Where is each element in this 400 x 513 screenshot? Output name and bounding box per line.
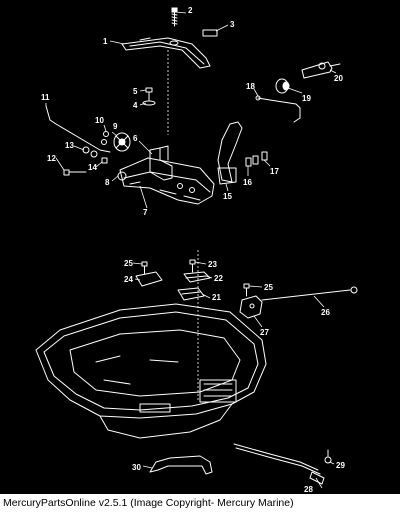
callout-4: 4 <box>133 101 138 110</box>
callout-25-right: 25 <box>264 283 273 292</box>
callout-16: 16 <box>243 178 252 187</box>
callout-10: 10 <box>95 116 104 125</box>
bottom-cowl <box>35 303 267 439</box>
callout-14: 14 <box>88 163 97 172</box>
callout-1: 1 <box>103 37 108 46</box>
callout-15: 15 <box>223 192 232 201</box>
part-10-pin <box>101 131 109 145</box>
callout-11: 11 <box>41 93 50 102</box>
part-11-rod <box>45 105 111 153</box>
callout-8: 8 <box>105 178 110 187</box>
callout-23: 23 <box>208 260 217 269</box>
callout-21: 21 <box>212 293 221 302</box>
part-13-washer <box>82 146 98 158</box>
part-30-strip <box>149 455 213 475</box>
callout-17: 17 <box>270 167 279 176</box>
parts-diagram: 1 2 3 4 5 6 7 8 9 10 11 12 13 14 15 16 1… <box>35 6 358 494</box>
callout-5: 5 <box>133 87 138 96</box>
callout-12: 12 <box>47 154 56 163</box>
part-6-bracket <box>149 145 173 181</box>
copyright-footer: MercuryPartsOnline v2.5.1 (Image Copyrig… <box>0 494 400 513</box>
callout-7: 7 <box>143 208 148 217</box>
part-7-housing <box>119 157 215 205</box>
callout-13: 13 <box>65 141 74 150</box>
part-29-clamp <box>324 449 332 464</box>
callout-labels: 1 2 3 4 5 6 7 8 9 10 11 12 13 14 15 16 1… <box>41 6 345 494</box>
part-16-pin <box>245 155 259 167</box>
part-9-knob <box>113 132 131 152</box>
part-23-screw <box>189 259 196 273</box>
callout-2: 2 <box>188 6 193 15</box>
part-28-fuel-line <box>233 443 325 485</box>
callout-26: 26 <box>321 308 330 317</box>
callout-6: 6 <box>133 134 138 143</box>
part-26-cable <box>261 286 358 301</box>
part-18-link <box>257 97 301 123</box>
callout-3: 3 <box>230 20 235 29</box>
callout-22: 22 <box>214 274 223 283</box>
part-24-clip <box>135 271 163 287</box>
part-2-screw <box>171 7 178 27</box>
callout-28: 28 <box>304 485 313 494</box>
part-19-connector <box>275 78 290 94</box>
part-15-lever <box>217 121 243 185</box>
part-12-screw <box>63 169 87 176</box>
part-25-screw-right <box>243 283 250 297</box>
callout-20: 20 <box>334 74 343 83</box>
part-20-plug <box>301 61 341 79</box>
part-25-screw-left <box>141 261 148 275</box>
callout-24: 24 <box>124 275 133 284</box>
callout-29: 29 <box>336 461 345 470</box>
callout-18: 18 <box>246 82 255 91</box>
callout-19: 19 <box>302 94 311 103</box>
part-27-bracket <box>239 295 263 319</box>
part-3-decal <box>202 29 218 37</box>
callout-9: 9 <box>113 122 118 131</box>
part-21-clip <box>177 287 205 301</box>
part-14-nut <box>101 157 108 164</box>
callout-27: 27 <box>260 328 269 337</box>
part-1-cover-plate <box>121 37 211 69</box>
leader-lines <box>45 11 337 489</box>
callout-30: 30 <box>132 463 141 472</box>
part-22-clip <box>183 271 211 283</box>
part-17-pin <box>261 151 268 161</box>
callout-25-left: 25 <box>124 259 133 268</box>
